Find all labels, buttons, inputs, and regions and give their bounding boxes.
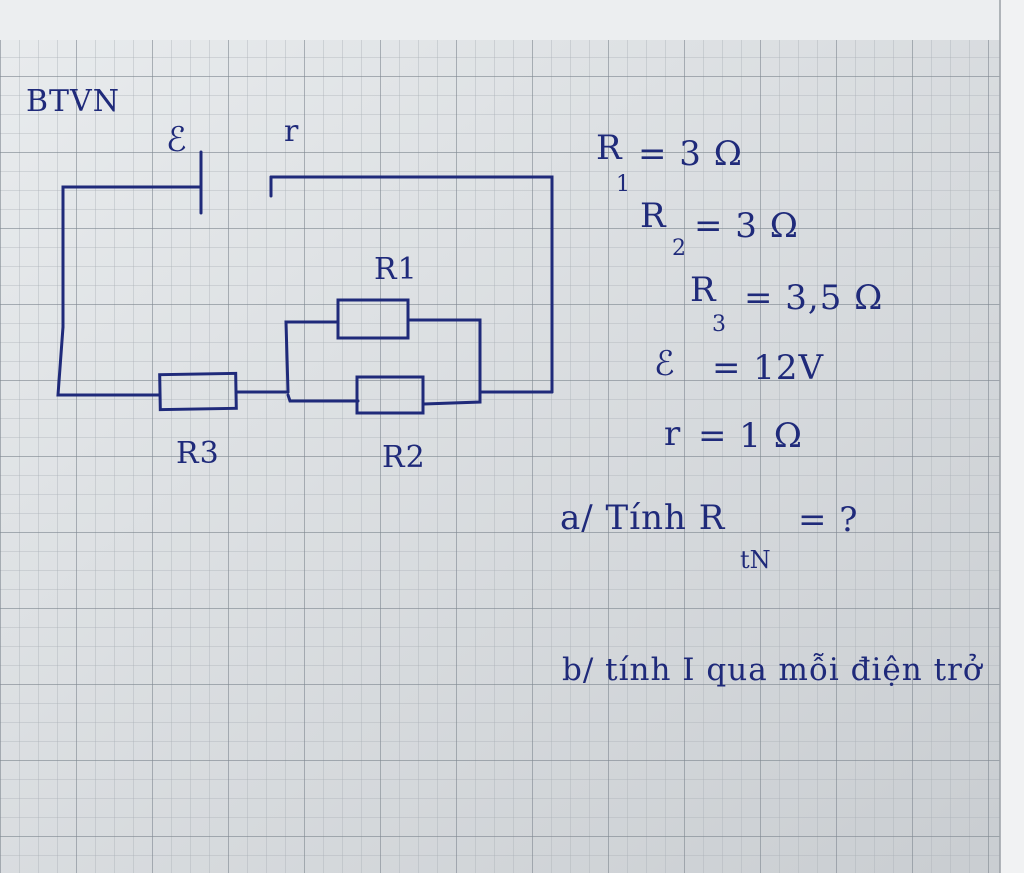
page-title: BTVN bbox=[26, 84, 120, 119]
parallel-right-branch bbox=[406, 318, 482, 406]
question-a-subscript: tN bbox=[740, 546, 771, 574]
given-emf-value: = 12V bbox=[712, 348, 825, 388]
parallel-left-branch bbox=[284, 320, 340, 394]
wire-top-left bbox=[61, 185, 202, 329]
given-r2-value: = 3 Ω bbox=[694, 206, 799, 246]
given-r-value: = 1 Ω bbox=[698, 416, 803, 456]
page-edge bbox=[1000, 0, 1024, 873]
given-r1-sub: 1 bbox=[616, 172, 630, 197]
given-r1-value: = 3 Ω bbox=[638, 134, 743, 174]
r2-label: R2 bbox=[382, 440, 426, 475]
given-r2-sub: 2 bbox=[672, 236, 686, 261]
r1-label: R1 bbox=[374, 252, 418, 287]
wire-to-r2 bbox=[286, 393, 360, 403]
given-r3-value: = 3,5 Ω bbox=[744, 278, 884, 318]
emf-symbol-label: ℰ bbox=[166, 120, 188, 160]
given-r-sym: r bbox=[664, 414, 682, 454]
question-a-end: = ? bbox=[798, 500, 859, 540]
question-a: a/ Tính R bbox=[560, 498, 726, 538]
given-emf-sym: ℰ bbox=[654, 344, 676, 384]
resistor-r2 bbox=[355, 375, 425, 415]
given-r3-sub: 3 bbox=[712, 312, 726, 337]
given-r1-sym: R bbox=[596, 128, 623, 168]
given-r2-sym: R bbox=[640, 196, 667, 236]
circuit-diagram bbox=[56, 150, 554, 415]
page-top-margin bbox=[0, 0, 1024, 40]
internal-resistance-label: r bbox=[284, 114, 300, 149]
wire-left bbox=[56, 325, 162, 397]
question-b: b/ tính I qua mỗi điện trở bbox=[562, 652, 983, 688]
given-r3-sym: R bbox=[690, 270, 717, 310]
wire-top-right bbox=[269, 175, 554, 394]
r3-label: R3 bbox=[176, 436, 220, 471]
